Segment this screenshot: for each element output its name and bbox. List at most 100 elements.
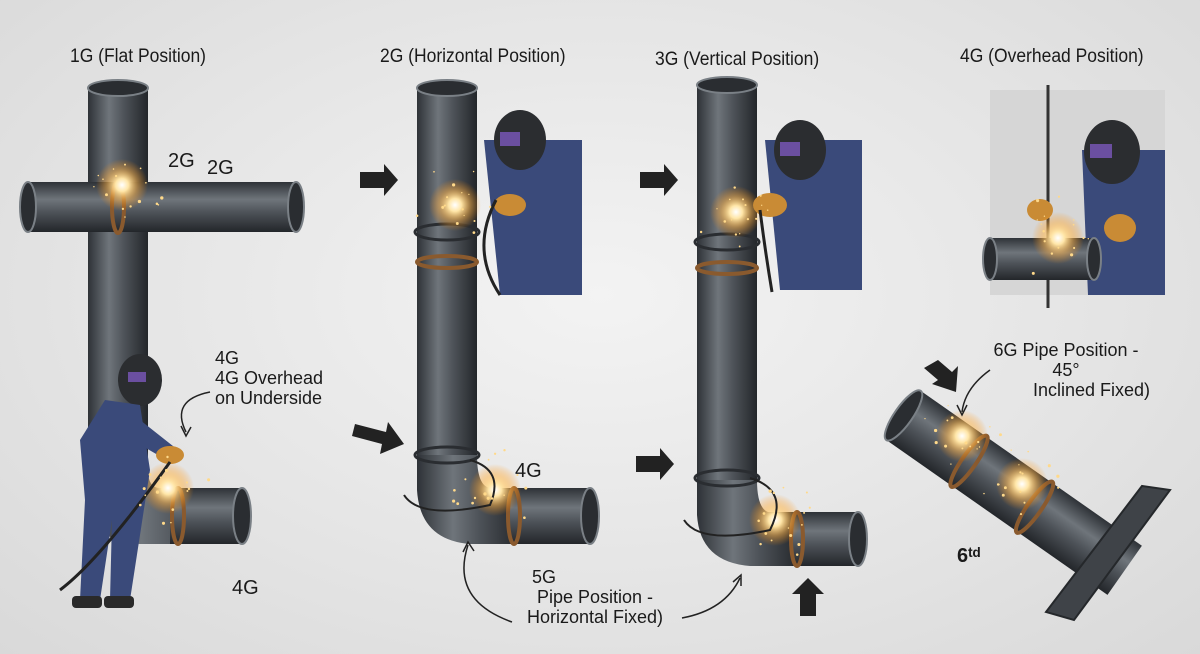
title-3g-vertical: 3G (Vertical Position) <box>655 49 819 70</box>
spark <box>1070 253 1073 256</box>
spark <box>162 522 165 525</box>
spark <box>1019 491 1021 493</box>
spark <box>524 487 527 490</box>
overhead-pointer-arrow <box>181 392 210 432</box>
spark <box>160 196 163 199</box>
spark <box>977 441 979 443</box>
spark <box>464 215 465 216</box>
spark <box>1002 494 1005 497</box>
panel-3g <box>636 77 867 616</box>
label-overhead-4g: 4G 4G Overhead on Underside <box>215 348 323 408</box>
spark <box>139 504 142 507</box>
fixed-5g-line-3: Horizontal Fixed) <box>520 607 670 627</box>
spark <box>764 532 767 535</box>
spark <box>1058 196 1060 198</box>
spark <box>739 233 740 234</box>
spark <box>801 524 803 526</box>
spark <box>483 492 486 495</box>
spark <box>471 502 474 505</box>
spark <box>1004 486 1007 489</box>
spark <box>489 206 491 208</box>
spark <box>1073 224 1075 226</box>
vertical-pipe-2g <box>417 88 477 458</box>
spark <box>1044 216 1045 217</box>
spark <box>783 487 785 489</box>
spark <box>797 543 800 546</box>
spark <box>188 488 190 490</box>
spark <box>1018 464 1019 465</box>
spark <box>93 186 94 187</box>
spark <box>1037 219 1038 220</box>
spark <box>700 231 702 233</box>
spark <box>1027 451 1029 453</box>
overhead-line-1: 4G <box>215 348 323 368</box>
spark <box>171 508 174 511</box>
panel-1g <box>20 80 304 608</box>
welder-inset-3g <box>753 120 862 292</box>
spark <box>989 426 991 428</box>
label-5g-horizontal-fixed: 5G Pipe Position - Horizontal Fixed) <box>520 567 670 627</box>
panel-2g <box>352 80 599 544</box>
spark <box>473 231 476 234</box>
spark <box>806 491 808 493</box>
spark <box>1048 464 1051 467</box>
spark <box>444 205 446 207</box>
spark <box>446 196 448 198</box>
spark <box>747 218 749 220</box>
spark <box>961 447 963 449</box>
spark <box>523 516 526 519</box>
spark <box>1057 247 1059 249</box>
spark <box>757 520 760 523</box>
spark <box>453 489 456 492</box>
spark <box>1036 199 1039 202</box>
spark <box>115 175 117 177</box>
spark <box>503 494 505 496</box>
spark <box>145 182 147 184</box>
spark <box>1019 471 1021 473</box>
spark <box>755 218 757 220</box>
spark <box>468 194 469 195</box>
spark <box>1011 449 1012 450</box>
spark <box>739 245 741 247</box>
arrow-right-3g-upper <box>640 164 678 196</box>
spark <box>456 222 459 225</box>
spark <box>456 502 459 505</box>
spark <box>124 164 126 166</box>
spark <box>464 478 466 480</box>
spark <box>156 490 159 493</box>
spark <box>729 199 731 201</box>
title-4g-overhead: 4G (Overhead Position) <box>960 46 1144 67</box>
spark <box>105 193 108 196</box>
spark <box>166 456 168 458</box>
arrow-right-2g-lower <box>352 422 404 454</box>
spark <box>803 512 805 514</box>
spark <box>416 214 419 217</box>
spark <box>157 204 159 206</box>
spark <box>769 490 772 493</box>
panel-4g <box>983 85 1165 308</box>
spark <box>143 487 146 490</box>
spark <box>1051 252 1053 254</box>
fixed-5g-leader-left <box>464 545 512 622</box>
fixed-5g-line-1: 5G <box>520 567 670 587</box>
spark <box>452 500 455 503</box>
spark <box>1073 219 1074 220</box>
incl-6g-line-3: Inclined Fixed) <box>982 380 1150 400</box>
spark <box>723 220 726 223</box>
spark <box>452 183 455 186</box>
spark <box>979 446 980 447</box>
incl-6g-line-2: 45° <box>982 360 1150 380</box>
fixed-5g-leader-right <box>682 578 740 618</box>
spark <box>1082 237 1084 239</box>
fixed-5g-line-2: Pipe Position - <box>520 587 670 607</box>
spark <box>138 200 141 203</box>
arrow-up-3g <box>792 578 824 616</box>
spark <box>1042 230 1045 233</box>
spark <box>969 445 971 447</box>
spark <box>433 171 435 173</box>
label-4g-bottom-left: 4G <box>232 577 259 599</box>
spark <box>789 534 792 537</box>
spark <box>964 441 967 444</box>
spark <box>441 206 444 209</box>
spark <box>149 473 152 476</box>
